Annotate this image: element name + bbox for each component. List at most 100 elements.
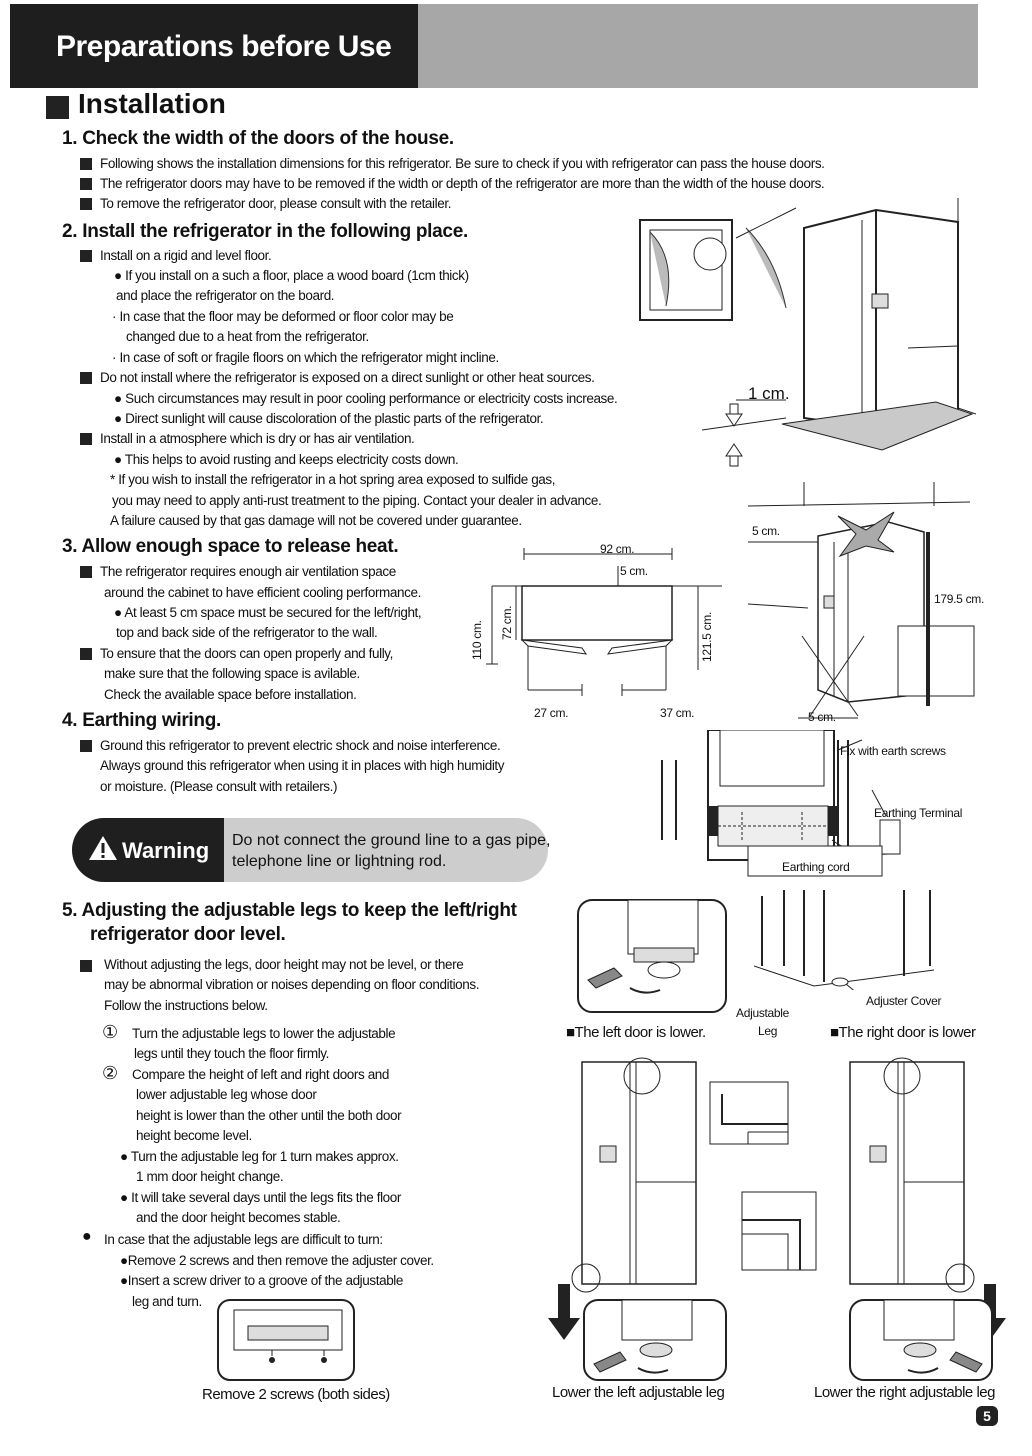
step-number-1: ① — [102, 1022, 119, 1042]
s2-text: Install in a atmosphere which is dry or … — [100, 431, 415, 446]
s5-step: 1 mm door height change. — [136, 1169, 284, 1184]
left-fridge-figure — [571, 1057, 697, 1293]
s2-text: Install on a rigid and level floor. — [100, 248, 272, 263]
warning-label: Warning — [122, 838, 210, 863]
s1-text: Following shows the installation dimensi… — [100, 156, 825, 171]
caption-lower-right-leg: Lower the right adjustable leg — [814, 1384, 995, 1401]
section-marker — [46, 96, 69, 119]
bullet — [80, 250, 92, 262]
section1-heading: 1. Check the width of the doors of the h… — [62, 128, 454, 149]
s2-text: you may need to apply anti-rust treatmen… — [112, 493, 602, 508]
step-number-2: ② — [102, 1063, 119, 1083]
dim-5cm-top: 5 cm. — [620, 564, 648, 578]
right-leg-closeup — [849, 1299, 993, 1381]
earthing-figure — [661, 730, 901, 877]
dim-27cm: 27 cm. — [534, 706, 569, 720]
s3-text: Check the available space before install… — [104, 687, 357, 702]
ventilation-figure — [748, 482, 975, 719]
s5-text: Follow the instructions below. — [104, 998, 268, 1013]
section2-heading: 2. Install the refrigerator in the follo… — [62, 221, 468, 242]
s5-step: height is lower than the other until the… — [136, 1108, 402, 1123]
s5-text: In case that the adjustable legs are dif… — [104, 1232, 383, 1247]
bullet — [80, 198, 92, 210]
s2-text: Do not install where the refrigerator is… — [100, 370, 595, 385]
s2-text: ● This helps to avoid rusting and keeps … — [114, 452, 459, 467]
section5-heading-line1: 5. Adjusting the adjustable legs to keep… — [62, 900, 517, 921]
s1-text: The refrigerator doors may have to be re… — [100, 176, 825, 191]
adjuster-cover-detail-figure — [754, 890, 934, 990]
s3-text: To ensure that the doors can open proper… — [100, 646, 393, 661]
warning-text-line2: telephone line or lightning rod. — [232, 853, 447, 870]
s5-step: ● It will take several days until the le… — [120, 1190, 401, 1205]
door-clearance-figure — [486, 548, 722, 696]
adjuster-cover-figure — [217, 1299, 355, 1381]
s3-text: The refrigerator requires enough air ven… — [100, 564, 396, 579]
s5-step: and the door height becomes stable. — [136, 1210, 341, 1225]
bullet — [80, 158, 92, 170]
dim-37cm: 37 cm. — [660, 706, 695, 720]
s5-text: Without adjusting the legs, door height … — [104, 957, 464, 972]
dim-5cm-bottom: 5 cm. — [808, 710, 836, 724]
s5-step: Compare the height of left and right doo… — [132, 1067, 390, 1082]
label-earth-screws: Fix with earth screws — [840, 744, 946, 758]
right-fridge-figure — [849, 1057, 975, 1293]
s2-text: * If you wish to install the refrigerato… — [110, 472, 556, 487]
caption-lower-left-leg: Lower the left adjustable leg — [552, 1384, 725, 1401]
bullet — [80, 740, 92, 752]
s2-text: ● Direct sunlight will cause discolorati… — [114, 411, 544, 426]
page-number: 5 — [976, 1406, 998, 1426]
s2-text: · In case of soft or fragile floors on w… — [112, 350, 499, 365]
s4-text: Ground this refrigerator to prevent elec… — [100, 738, 501, 753]
s3-text: top and back side of the refrigerator to… — [116, 625, 378, 640]
dim-72cm: 72 cm. — [500, 605, 514, 640]
s5-text: leg and turn. — [132, 1294, 202, 1309]
label-adjustable-leg-1: Adjustable — [736, 1006, 790, 1020]
s5-step: Turn the adjustable legs to lower the ad… — [132, 1026, 396, 1041]
bullet-dot: ● — [82, 1228, 92, 1245]
s3-text: ● At least 5 cm space must be secured fo… — [114, 605, 422, 620]
s2-text: · In case that the floor may be deformed… — [112, 309, 454, 324]
label-adjustable-leg-2: Leg — [758, 1024, 778, 1038]
caption-right-door-lower: ■The right door is lower — [830, 1024, 976, 1041]
header-grey-band — [418, 4, 978, 88]
bullet — [80, 960, 92, 972]
left-door-zoom — [709, 1081, 789, 1145]
s3-text: make sure that the following space is av… — [104, 666, 360, 681]
left-leg-closeup — [583, 1299, 727, 1381]
bullet — [80, 648, 92, 660]
label-earthing-terminal: Earthing Terminal — [874, 806, 963, 820]
warning-text-line1: Do not connect the ground line to a gas … — [232, 832, 551, 849]
warning-icon — [89, 836, 117, 860]
s4-text: or moisture. (Please consult with retail… — [100, 779, 338, 794]
caption-left-door-lower: ■The left door is lower. — [566, 1024, 706, 1041]
dim-1cm: 1 cm. — [748, 384, 790, 403]
dim-179-5cm: 179.5 cm. — [934, 592, 984, 606]
arrow-down-left-icon — [548, 1284, 580, 1340]
s2-text: changed due to a heat from the refrigera… — [126, 329, 369, 344]
dim-110cm: 110 cm. — [470, 620, 484, 660]
caption-remove-screws: Remove 2 screws (both sides) — [202, 1386, 390, 1403]
bullet — [80, 433, 92, 445]
s2-text: ● If you install on a such a floor, plac… — [114, 268, 469, 283]
s5-step: height become level. — [136, 1128, 252, 1143]
section4-heading: 4. Earthing wiring. — [62, 710, 221, 731]
dim-5cm-side: 5 cm. — [752, 524, 780, 538]
dim-92cm: 92 cm. — [600, 542, 635, 556]
section3-heading: 3. Allow enough space to release heat. — [62, 536, 399, 557]
s4-text: Always ground this refrigerator when usi… — [100, 758, 505, 773]
dim-121-5cm: 121.5 cm. — [700, 612, 714, 662]
s5-step: lower adjustable leg whose door — [136, 1087, 317, 1102]
s5-text: ●Remove 2 screws and then remove the adj… — [120, 1253, 434, 1268]
right-door-zoom — [741, 1191, 817, 1271]
installation-figure — [639, 198, 976, 467]
label-adjuster-cover: Adjuster Cover — [866, 994, 942, 1008]
s5-text: may be abnormal vibration or noises depe… — [104, 977, 480, 992]
bullet — [80, 372, 92, 384]
label-earthing-cord: Earthing cord — [782, 860, 850, 874]
bullet — [80, 178, 92, 190]
installation-heading: Installation — [78, 88, 226, 119]
s5-step: legs until they touch the floor firmly. — [134, 1046, 329, 1061]
s5-step: ● Turn the adjustable leg for 1 turn mak… — [120, 1149, 399, 1164]
s5-text: ●Insert a screw driver to a groove of th… — [120, 1273, 404, 1288]
header-band — [10, 4, 418, 88]
